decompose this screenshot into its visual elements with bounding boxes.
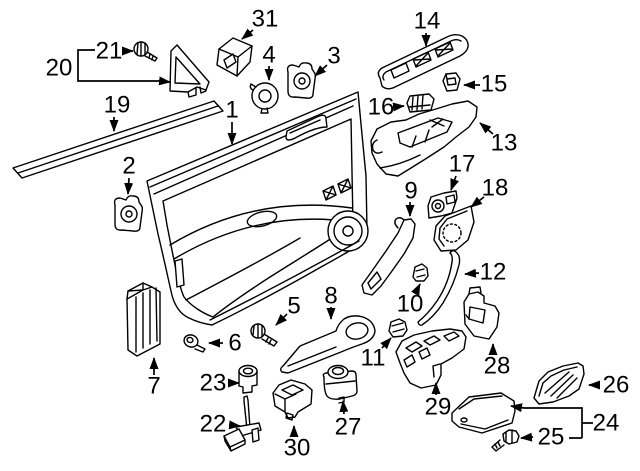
callout-label-22: 22 bbox=[200, 411, 227, 438]
callout-label-23: 23 bbox=[200, 370, 227, 397]
callout-label-6: 6 bbox=[228, 330, 241, 357]
callout-label-28: 28 bbox=[484, 353, 511, 380]
bracket-arrow-24 bbox=[510, 403, 525, 413]
callout-label-9: 9 bbox=[404, 178, 417, 205]
callout-layer: 1234567891011121314151617181920212223242… bbox=[46, 6, 630, 462]
callout-label-29: 29 bbox=[425, 394, 452, 421]
part-pull-handle-8 bbox=[280, 315, 376, 374]
part-switch-trim-17 bbox=[427, 190, 458, 219]
callout-label-20: 20 bbox=[46, 55, 73, 82]
part-screw-5 bbox=[250, 323, 278, 347]
callout-label-3: 3 bbox=[327, 43, 340, 70]
callout-label-1: 1 bbox=[225, 97, 238, 124]
callout-label-17: 17 bbox=[449, 151, 476, 178]
callout-label-15: 15 bbox=[481, 71, 508, 98]
part-window-switch-29 bbox=[395, 328, 467, 389]
callout-label-26: 26 bbox=[603, 372, 630, 399]
bracket-20 bbox=[77, 49, 160, 82]
part-switch-30 bbox=[272, 379, 313, 421]
part-clip-11 bbox=[388, 318, 408, 338]
callout-label-31: 31 bbox=[252, 6, 279, 33]
callout-label-19: 19 bbox=[104, 92, 131, 119]
part-switch-bezel-14 bbox=[377, 34, 469, 90]
callout-label-30: 30 bbox=[284, 435, 311, 462]
part-ribbed-clip-16 bbox=[406, 93, 435, 113]
callout-arrow-12 bbox=[464, 268, 480, 278]
callout-arrow-3 bbox=[314, 64, 328, 77]
part-mirror-switch-27 bbox=[322, 364, 358, 404]
part-tweeter-cover-18 bbox=[433, 205, 475, 252]
callout-label-25: 25 bbox=[538, 424, 565, 451]
callout-arrow-5 bbox=[275, 313, 288, 326]
callout-label-4: 4 bbox=[262, 42, 275, 69]
callout-label-27: 27 bbox=[335, 414, 362, 441]
callout-label-2: 2 bbox=[122, 153, 135, 180]
callout-arrow-27 bbox=[339, 400, 349, 415]
callout-arrow-2 bbox=[124, 177, 134, 195]
callout-label-21: 21 bbox=[96, 38, 123, 65]
part-clip-15 bbox=[442, 72, 461, 92]
callout-label-13: 13 bbox=[491, 130, 518, 157]
callout-arrow-18 bbox=[470, 196, 485, 208]
part-corner-trim bbox=[169, 44, 210, 98]
part-speaker-bracket-2 bbox=[113, 195, 144, 232]
part-speaker-bracket-3 bbox=[286, 62, 317, 99]
callout-arrow-10 bbox=[411, 283, 421, 296]
callout-arrow-11 bbox=[380, 337, 392, 350]
callout-label-10: 10 bbox=[397, 291, 424, 318]
part-screw-25 bbox=[491, 429, 520, 452]
part-courtesy-lamp-24 bbox=[451, 392, 516, 434]
callout-label-16: 16 bbox=[368, 94, 395, 121]
part-switch-31 bbox=[216, 37, 253, 77]
callout-label-18: 18 bbox=[482, 175, 509, 202]
part-armrest-support-13 bbox=[370, 100, 478, 177]
part-clip-6 bbox=[183, 334, 206, 353]
part-switch-28 bbox=[463, 286, 500, 340]
callout-label-11: 11 bbox=[361, 345, 386, 372]
part-grommet-4 bbox=[249, 82, 279, 114]
bracket-24 bbox=[524, 407, 593, 439]
part-lock-rod-22 bbox=[223, 395, 262, 452]
part-grip-trim-9 bbox=[361, 217, 416, 296]
callout-label-5: 5 bbox=[287, 293, 300, 320]
part-wiring-channel-7 bbox=[126, 282, 161, 357]
callout-label-8: 8 bbox=[324, 283, 337, 310]
part-accent-strip-12 bbox=[417, 250, 461, 326]
callout-label-7: 7 bbox=[147, 373, 160, 400]
part-belt-molding bbox=[12, 100, 224, 179]
part-reflector-26 bbox=[533, 362, 585, 405]
part-door-trim-panel bbox=[146, 91, 369, 326]
callout-label-24: 24 bbox=[593, 410, 620, 437]
callout-arrow-25 bbox=[520, 432, 534, 442]
callout-arrow-13 bbox=[479, 122, 494, 135]
callout-arrow-31 bbox=[241, 28, 254, 40]
callout-arrow-16 bbox=[392, 102, 405, 112]
part-bushing-23 bbox=[238, 364, 258, 394]
callout-label-12: 12 bbox=[480, 259, 507, 286]
callout-label-14: 14 bbox=[414, 8, 441, 35]
part-clip-10 bbox=[412, 263, 429, 282]
callout-arrow-17 bbox=[450, 175, 459, 191]
bracket-arrow-20 bbox=[158, 76, 171, 86]
part-screw-21 bbox=[133, 41, 158, 62]
callout-arrow-22 bbox=[228, 420, 241, 430]
